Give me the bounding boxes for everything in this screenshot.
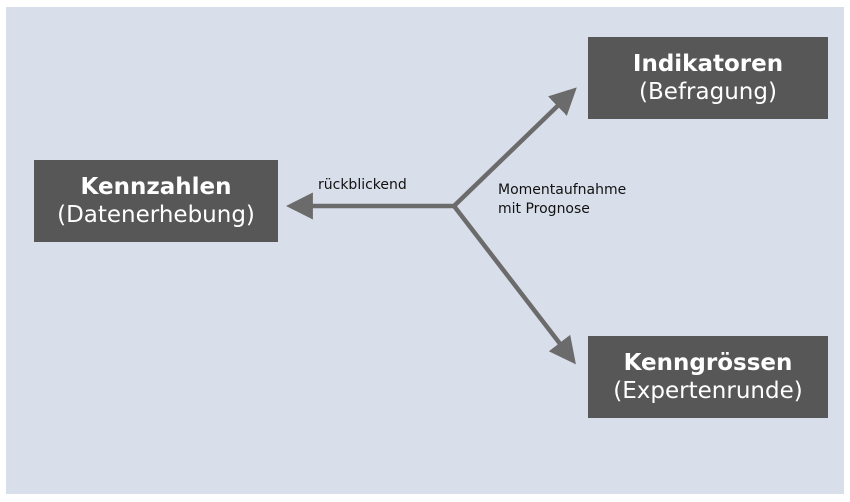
momentaufnahme-line1: Momentaufnahme bbox=[498, 182, 627, 198]
indikatoren-box: Indikatoren (Befragung) bbox=[588, 37, 828, 119]
indikatoren-subtitle: (Befragung) bbox=[639, 79, 777, 105]
kennzahlen-title: Kennzahlen bbox=[80, 173, 232, 200]
kenngroessen-box: Kenngrössen (Expertenrunde) bbox=[588, 336, 828, 418]
kenngroessen-title: Kenngrössen bbox=[623, 349, 793, 376]
kennzahlen-subtitle: (Datenerhebung) bbox=[57, 202, 255, 228]
kenngroessen-subtitle: (Expertenrunde) bbox=[613, 378, 803, 404]
rueckblickend-label: rückblickend bbox=[318, 177, 407, 193]
arrow-to-indikatoren bbox=[452, 87, 577, 208]
momentaufnahme-line2: mit Prognose bbox=[498, 200, 590, 217]
indikatoren-title: Indikatoren bbox=[632, 50, 784, 77]
kennzahlen-box: Kennzahlen (Datenerhebung) bbox=[34, 160, 278, 242]
momentaufnahme-label: Momentaufnahme mit Prognose bbox=[498, 181, 626, 219]
arrow-to-kenngroessen bbox=[452, 204, 576, 365]
